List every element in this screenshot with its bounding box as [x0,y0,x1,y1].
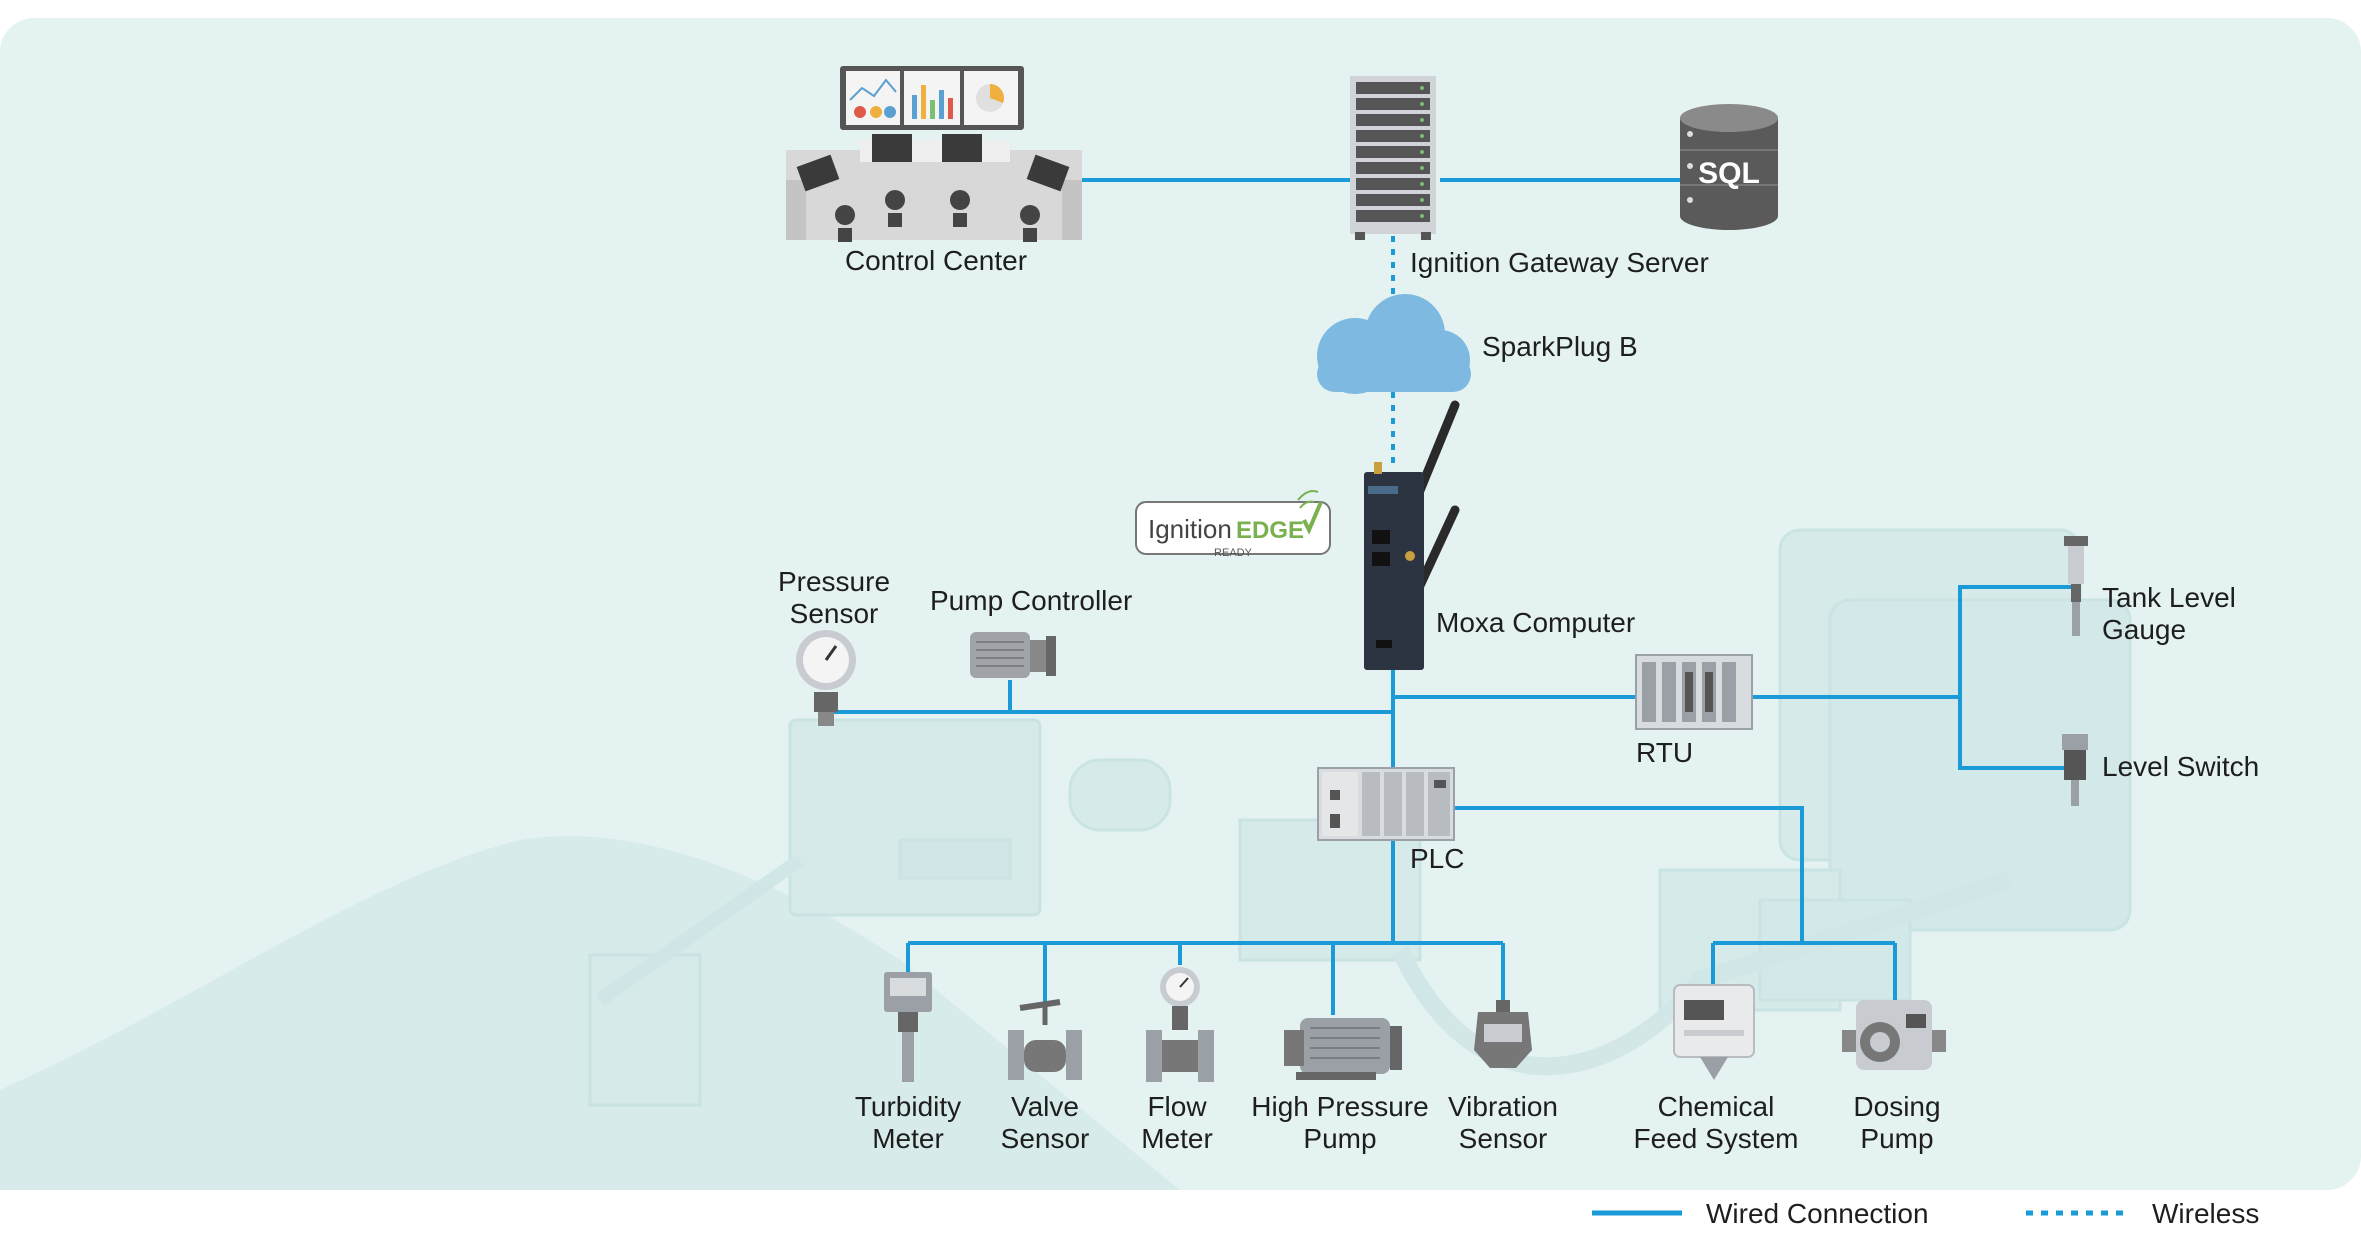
high-pressure-pump-icon [1284,1018,1402,1080]
pressure-sensor-label-2: Sensor [790,598,879,629]
tank-level-gauge-label-1: Tank Level [2102,582,2236,613]
chemical-feed-system-label-2: Feed System [1634,1123,1799,1154]
level-switch-label: Level Switch [2102,751,2259,782]
chemical-feed-system-icon [1673,984,1755,1080]
vibration-sensor-icon [1474,1000,1532,1068]
turbidity-meter-label-1: Turbidity [855,1091,961,1122]
cloud-icon [1317,294,1471,394]
sql-label: SQL [1698,157,1760,190]
wired-connections [828,178,2075,1015]
valve-sensor-label-1: Valve [1011,1091,1079,1122]
plc-icon [1317,767,1455,841]
tank-level-gauge-icon [2064,536,2088,636]
pressure-sensor-label-1: Pressure [778,566,890,597]
level-switch-icon [2062,734,2088,806]
flow-meter-label-2: Meter [1141,1123,1213,1154]
chemical-feed-system-label-1: Chemical [1658,1091,1775,1122]
control-center-label: Control Center [845,245,1027,276]
tank-level-gauge-label-2: Gauge [2102,614,2186,645]
gateway-server-label: Ignition Gateway Server [1410,247,1709,278]
plc-label: PLC [1410,843,1464,874]
pump-controller-icon [970,632,1056,678]
control-center-icon [786,66,1082,242]
moxa-computer-icon [1364,400,1460,670]
dosing-pump-icon [1842,1000,1946,1070]
high-pressure-pump-label-2: Pump [1303,1123,1376,1154]
flow-meter-icon [1146,967,1214,1082]
ignition-brand-text: Ignition [1148,514,1232,544]
legend: Wired Connection Wireless [1592,1198,2259,1229]
ignition-edge-badge: Ignition EDGE READY [1135,490,1331,559]
ignition-edge-text: EDGE [1236,517,1304,544]
pump-controller-label: Pump Controller [930,585,1132,616]
turbidity-meter-label-2: Meter [872,1123,944,1154]
sparkplug-label: SparkPlug B [1482,331,1638,362]
valve-sensor-label-2: Sensor [1001,1123,1090,1154]
valve-sensor-icon [1008,999,1082,1080]
legend-wireless-label: Wireless [2152,1198,2259,1229]
pressure-sensor-icon [796,630,856,726]
vibration-sensor-label-1: Vibration [1448,1091,1558,1122]
rtu-icon [1635,654,1753,730]
gateway-server-icon [1350,76,1436,240]
rtu-label: RTU [1636,737,1693,768]
dosing-pump-label-1: Dosing [1853,1091,1940,1122]
sql-database-icon: SQL [1680,104,1778,230]
moxa-computer-label: Moxa Computer [1436,607,1635,638]
vibration-sensor-label-2: Sensor [1459,1123,1548,1154]
dosing-pump-label-2: Pump [1860,1123,1933,1154]
ignition-ready-text: READY [1214,547,1253,559]
legend-wired-label: Wired Connection [1706,1198,1929,1229]
high-pressure-pump-label-1: High Pressure [1251,1091,1428,1122]
turbidity-meter-icon [884,972,932,1082]
flow-meter-label-1: Flow [1147,1091,1207,1122]
